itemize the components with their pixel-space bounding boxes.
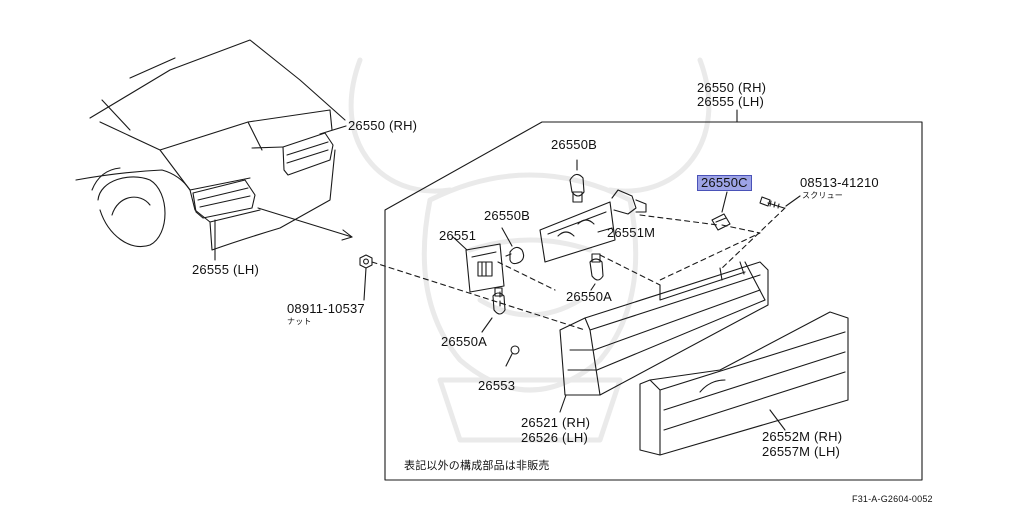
footnote: 表記以外の構成部品は非販売 bbox=[404, 459, 550, 472]
leader-screw bbox=[785, 195, 801, 207]
screw-part bbox=[759, 196, 785, 209]
assembly-label-lh: 26555 (LH) bbox=[697, 94, 765, 109]
nut-note: ナット bbox=[287, 317, 312, 326]
nut-part-number: 08911-10537 bbox=[287, 301, 365, 316]
bulb-26550a-left bbox=[492, 287, 506, 315]
bulb-26550b-top-label: 26550B bbox=[551, 137, 598, 152]
bulb-26550a-right-label: 26550A bbox=[566, 289, 613, 304]
garnish-label-rh: 26552M (RH) bbox=[762, 429, 843, 444]
bulb-26550a-right bbox=[589, 253, 604, 281]
lens-label-lh: 26526 (LH) bbox=[521, 430, 589, 445]
assembly-label-rh: 26550 (RH) bbox=[697, 80, 767, 95]
bulb-26550a-left-label: 26550A bbox=[441, 334, 488, 349]
leader-26550a-right bbox=[590, 283, 596, 291]
car-label-lh: 26555 (LH) bbox=[192, 262, 260, 277]
leader-26551m bbox=[597, 227, 613, 233]
diagram-code: F31-A-G2604-0052 bbox=[852, 494, 933, 504]
dashed-guides bbox=[371, 207, 786, 331]
bulb-26550b-top bbox=[569, 173, 585, 203]
bulb-26550b-mid bbox=[505, 246, 525, 265]
lens-housing bbox=[559, 261, 769, 396]
car-label-rh: 26550 (RH) bbox=[348, 118, 418, 133]
bulb-26550b-mid-label: 26550B bbox=[484, 208, 531, 223]
socket-26551m bbox=[539, 189, 647, 263]
nut-part bbox=[359, 254, 373, 269]
clip-26553 bbox=[510, 345, 520, 355]
leader-car-rh bbox=[319, 125, 347, 135]
leader-26551 bbox=[452, 236, 468, 251]
detail-frame bbox=[384, 121, 923, 481]
leader-26550a-left bbox=[481, 317, 493, 333]
highlighted-part-label[interactable]: 26550C bbox=[697, 175, 752, 191]
leader-lens bbox=[559, 394, 567, 413]
leader-nut bbox=[363, 267, 367, 301]
leader-26550b-mid bbox=[501, 227, 513, 247]
screw-part-number: 08513-41210 bbox=[800, 175, 879, 190]
socket-26551-label: 26551 bbox=[439, 228, 477, 243]
garnish-panel bbox=[639, 311, 849, 456]
part-26553-label: 26553 bbox=[478, 378, 516, 393]
socket-26551 bbox=[465, 243, 505, 293]
leader-garnish bbox=[769, 409, 786, 431]
arrowhead bbox=[341, 229, 353, 241]
socket-26551m-label: 26551M bbox=[607, 225, 656, 240]
arrow-to-detail bbox=[257, 207, 353, 238]
lens-label-rh: 26521 (RH) bbox=[521, 415, 591, 430]
garnish-label-lh: 26557M (LH) bbox=[762, 444, 841, 459]
leader-26550c bbox=[721, 191, 728, 213]
leader-26553 bbox=[505, 353, 513, 367]
bulb-26550c bbox=[711, 213, 731, 231]
screw-note: スクリュー bbox=[802, 191, 843, 200]
watermark-emblem bbox=[348, 57, 712, 443]
car-rear-illustration bbox=[75, 39, 346, 251]
